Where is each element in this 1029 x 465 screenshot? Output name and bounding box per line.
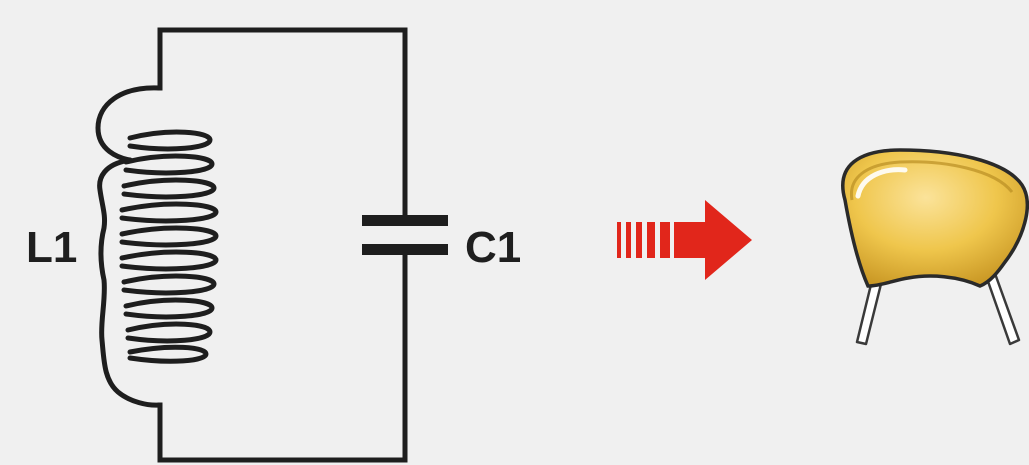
capacitor-plate-top [362,215,448,226]
bottom-wire [157,254,408,463]
coil-loop-3 [121,177,217,200]
arrow-head [674,200,752,280]
capacitor-symbol [362,215,448,255]
capacitor-body [841,148,1029,288]
inductor-label: L1 [26,223,77,272]
capacitor-body-rim [849,160,1014,201]
coil-left-spine [97,157,163,408]
coil-loop-4 [119,201,219,224]
coil-loop-2 [123,153,215,176]
capacitor-label: C1 [465,223,521,272]
coil-loop-1 [127,129,213,152]
arrow-dash-4 [647,222,655,258]
coil-loop-7 [121,273,217,296]
coil-loop-5 [119,225,219,248]
coil-loop-6 [119,249,219,272]
coil-loop-10 [127,344,209,364]
capacitor-highlight [855,167,908,199]
ceramic-capacitor-icon [841,148,1029,346]
arrow-dash-1 [617,222,621,258]
inductor-coil [95,85,219,408]
right-arrow-icon [617,200,752,280]
coil-loop-9 [125,321,213,344]
arrow-dash-2 [626,222,631,258]
circuit-wires [157,27,408,463]
arrow-dash-3 [636,222,642,258]
top-wire [157,27,408,216]
coil-outer-loop-left [95,85,163,163]
coil-loop-8 [123,297,215,320]
capacitor-plate-bottom [362,244,448,255]
arrow-dash-5 [660,222,670,258]
